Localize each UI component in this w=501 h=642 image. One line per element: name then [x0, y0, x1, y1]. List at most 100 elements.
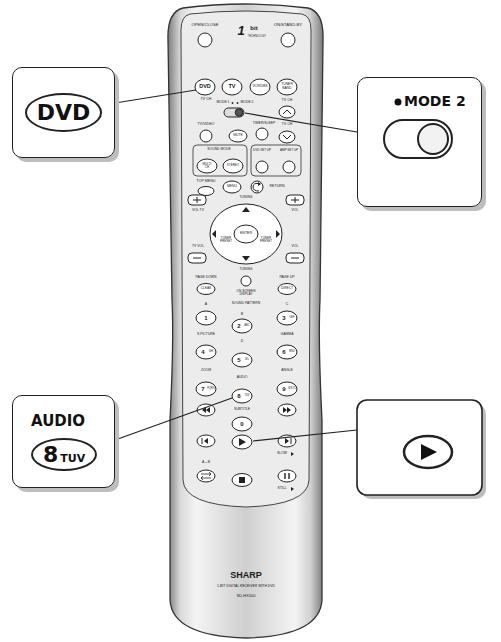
drawing-part [200, 130, 212, 142]
drawing-part [224, 108, 244, 117]
drawing-part [196, 311, 216, 325]
drawing-part [278, 470, 296, 482]
remote-label: VOL TV [192, 209, 204, 213]
drawing-part [193, 197, 201, 203]
drawing-part [232, 435, 252, 449]
callout-text: TUV [60, 452, 85, 465]
drawing-part [232, 417, 252, 431]
drawing-part [283, 407, 291, 413]
drawing-part [281, 33, 295, 47]
remote-label: C [286, 303, 289, 307]
remote-label: SUBTITLE [234, 408, 250, 412]
drawing-part [395, 99, 402, 106]
drawing-part [277, 345, 297, 359]
remote-label: SD-HX500 [236, 594, 255, 598]
remote-label: TUNING [240, 196, 253, 200]
button-oval: 8TUV [31, 438, 97, 471]
callout-text: MODE 2 [404, 93, 481, 109]
drawing-part [242, 207, 250, 212]
remote-label: AMP SET UP [280, 149, 298, 152]
drawing-part [239, 477, 245, 483]
drawing-part [283, 161, 295, 173]
drawing-part [193, 258, 201, 259]
drawing-part [286, 195, 304, 205]
remote-body [168, 4, 323, 638]
drawing-part [404, 436, 452, 468]
drawing-part [291, 197, 299, 203]
drawing-part [232, 389, 252, 403]
drawing-part [232, 319, 252, 333]
drawing-part [201, 472, 211, 480]
remote-label: 1 [204, 315, 207, 321]
remote-label: MUTE [233, 134, 243, 138]
drawing-part [196, 345, 216, 359]
drawing-part [278, 404, 296, 416]
drawing-part [197, 435, 215, 447]
drawing-part [237, 102, 239, 104]
remote-label: CLEAR [201, 287, 212, 290]
remote-label: D [241, 340, 244, 344]
drawing-part [291, 452, 294, 456]
callout-box: AUDIO 8TUV [12, 395, 115, 488]
remote-label: MODE 2 [241, 101, 254, 105]
callout-text: 8 [43, 442, 58, 467]
callout-text: DVD [37, 100, 91, 125]
drawing-part [115, 398, 232, 440]
remote-label: ABC [244, 325, 249, 328]
remote-label: SOUND MODE [207, 148, 230, 152]
leader-lines [115, 90, 357, 441]
drawing-part [197, 159, 217, 173]
remote-label: MULTI CH [201, 163, 213, 169]
remote-label: ZOOM [201, 369, 211, 373]
remote-label: A [205, 303, 207, 307]
remote-label: OPEN/CLOSE [191, 23, 218, 27]
drawing-part [256, 128, 268, 140]
remote-label: ENTER [240, 232, 252, 236]
drawing-part [357, 400, 482, 495]
drawing-part [235, 109, 243, 117]
remote-label: 3 [282, 315, 285, 321]
remote-label: DVD SET UP [253, 149, 271, 152]
remote-label: bit [250, 25, 257, 31]
drawing-part [188, 195, 206, 205]
remote-label: TV CH [282, 99, 293, 103]
remote-label: 1-BIT DIGITAL RECEIVER WITH DVD [217, 585, 275, 589]
remote-label: TUNING [240, 268, 253, 272]
callout-box: MODE 2 [357, 77, 482, 207]
remote-label: ANGLE [281, 369, 293, 373]
drawing-part [291, 258, 299, 259]
remote-label: 2 [237, 323, 240, 329]
drawing-part [204, 438, 208, 444]
remote-label: TUNER PRESET [259, 237, 273, 243]
remote-label: MNO [289, 351, 295, 354]
remote-label: TV/VIDEO [198, 123, 215, 127]
remote-label: VCR/DBS [252, 85, 267, 89]
remote-label: PAGE UP [280, 276, 295, 280]
drawing-part [188, 253, 206, 263]
drawing-part [197, 284, 215, 295]
drawing-part [234, 225, 258, 243]
remote-label: TV VOL [192, 245, 204, 249]
remote-label: 4 [201, 349, 204, 355]
remote-label: AUDIO [237, 376, 248, 380]
callout-decor [357, 99, 486, 500]
drawing-part [222, 79, 242, 95]
drawing-part [279, 131, 295, 143]
drawing-part [223, 181, 241, 193]
drawing-part [232, 474, 252, 487]
remote-label: PQRS [207, 388, 214, 391]
remote-label: 9 [282, 386, 285, 392]
remote-label: A↔B [202, 461, 210, 465]
drawing-part [229, 130, 247, 142]
button-symbols [193, 102, 299, 491]
drawing-part [196, 382, 216, 396]
remote-label: MENU [227, 185, 237, 189]
drawing-part [197, 470, 215, 482]
callout-text: AUDIO [31, 412, 114, 430]
button-oval: DVD [25, 93, 103, 132]
drawing-part [286, 253, 304, 263]
drawing-part [115, 90, 196, 103]
remote-label: TV CH [201, 98, 212, 102]
remote-label: WXYZ [288, 388, 296, 391]
drawing-part [232, 353, 252, 367]
